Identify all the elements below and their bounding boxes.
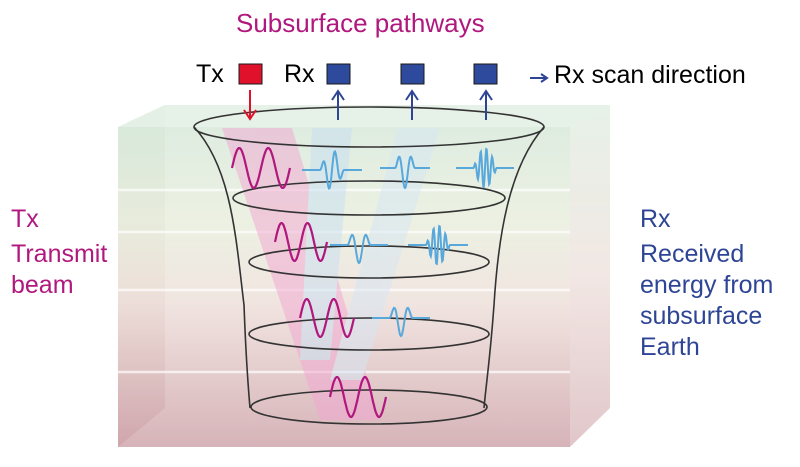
block-top-face xyxy=(118,105,610,127)
received-wave-6 xyxy=(372,306,430,338)
scan-arrow-head-icon xyxy=(540,73,549,83)
rx-marker-2 xyxy=(400,63,425,85)
receive-beam-2 xyxy=(330,128,440,380)
funnel-ring-2 xyxy=(232,180,506,216)
transmit-wave-2 xyxy=(273,222,329,262)
rx-label: Rx xyxy=(284,60,315,88)
up-arrow-head-icon-1 xyxy=(331,89,345,101)
received-wave-2 xyxy=(380,155,430,190)
received-wave-4 xyxy=(330,233,388,265)
funnel-ring-5 xyxy=(250,389,488,425)
diagram-title: Subsurface pathways xyxy=(236,8,485,38)
received-wave-3 xyxy=(456,147,514,189)
scan-direction-label: Rx scan direction xyxy=(554,61,746,89)
left-panel-heading: Tx xyxy=(11,205,39,233)
funnel-left-wall xyxy=(193,126,251,409)
rx-marker-3 xyxy=(473,63,498,85)
up-arrow-head-icon-3 xyxy=(479,89,493,101)
up-arrow-head-icon-2 xyxy=(405,89,419,101)
transmit-wave-4 xyxy=(328,376,388,418)
received-wave-1 xyxy=(302,149,362,191)
right-panel-heading: Rx xyxy=(640,205,671,233)
funnel xyxy=(193,106,545,425)
received-waves xyxy=(302,147,514,338)
funnel-ring-4 xyxy=(248,317,490,351)
left-panel: Tx Transmit beam xyxy=(11,204,126,301)
funnel-ring-3 xyxy=(248,245,490,279)
transmit-wave-1 xyxy=(230,147,292,189)
rx-marker-group xyxy=(326,63,549,120)
funnel-ring-1 xyxy=(193,106,545,148)
rx-marker-1 xyxy=(326,63,351,85)
block-right-face xyxy=(570,105,610,447)
down-arrow-head-icon xyxy=(243,109,257,121)
funnel-right-wall xyxy=(483,126,545,409)
left-panel-description: Transmit beam xyxy=(11,240,108,299)
tx-label: Tx xyxy=(196,60,224,88)
transmit-wave-3 xyxy=(298,298,356,338)
transmit-waves xyxy=(230,147,388,418)
right-panel-description: Received energy from subsurface Earth xyxy=(640,240,774,361)
right-panel: Rx Received energy from subsurface Earth xyxy=(640,204,790,363)
tx-marker-group xyxy=(238,63,263,121)
received-wave-5 xyxy=(408,224,468,266)
tx-marker xyxy=(238,63,263,85)
